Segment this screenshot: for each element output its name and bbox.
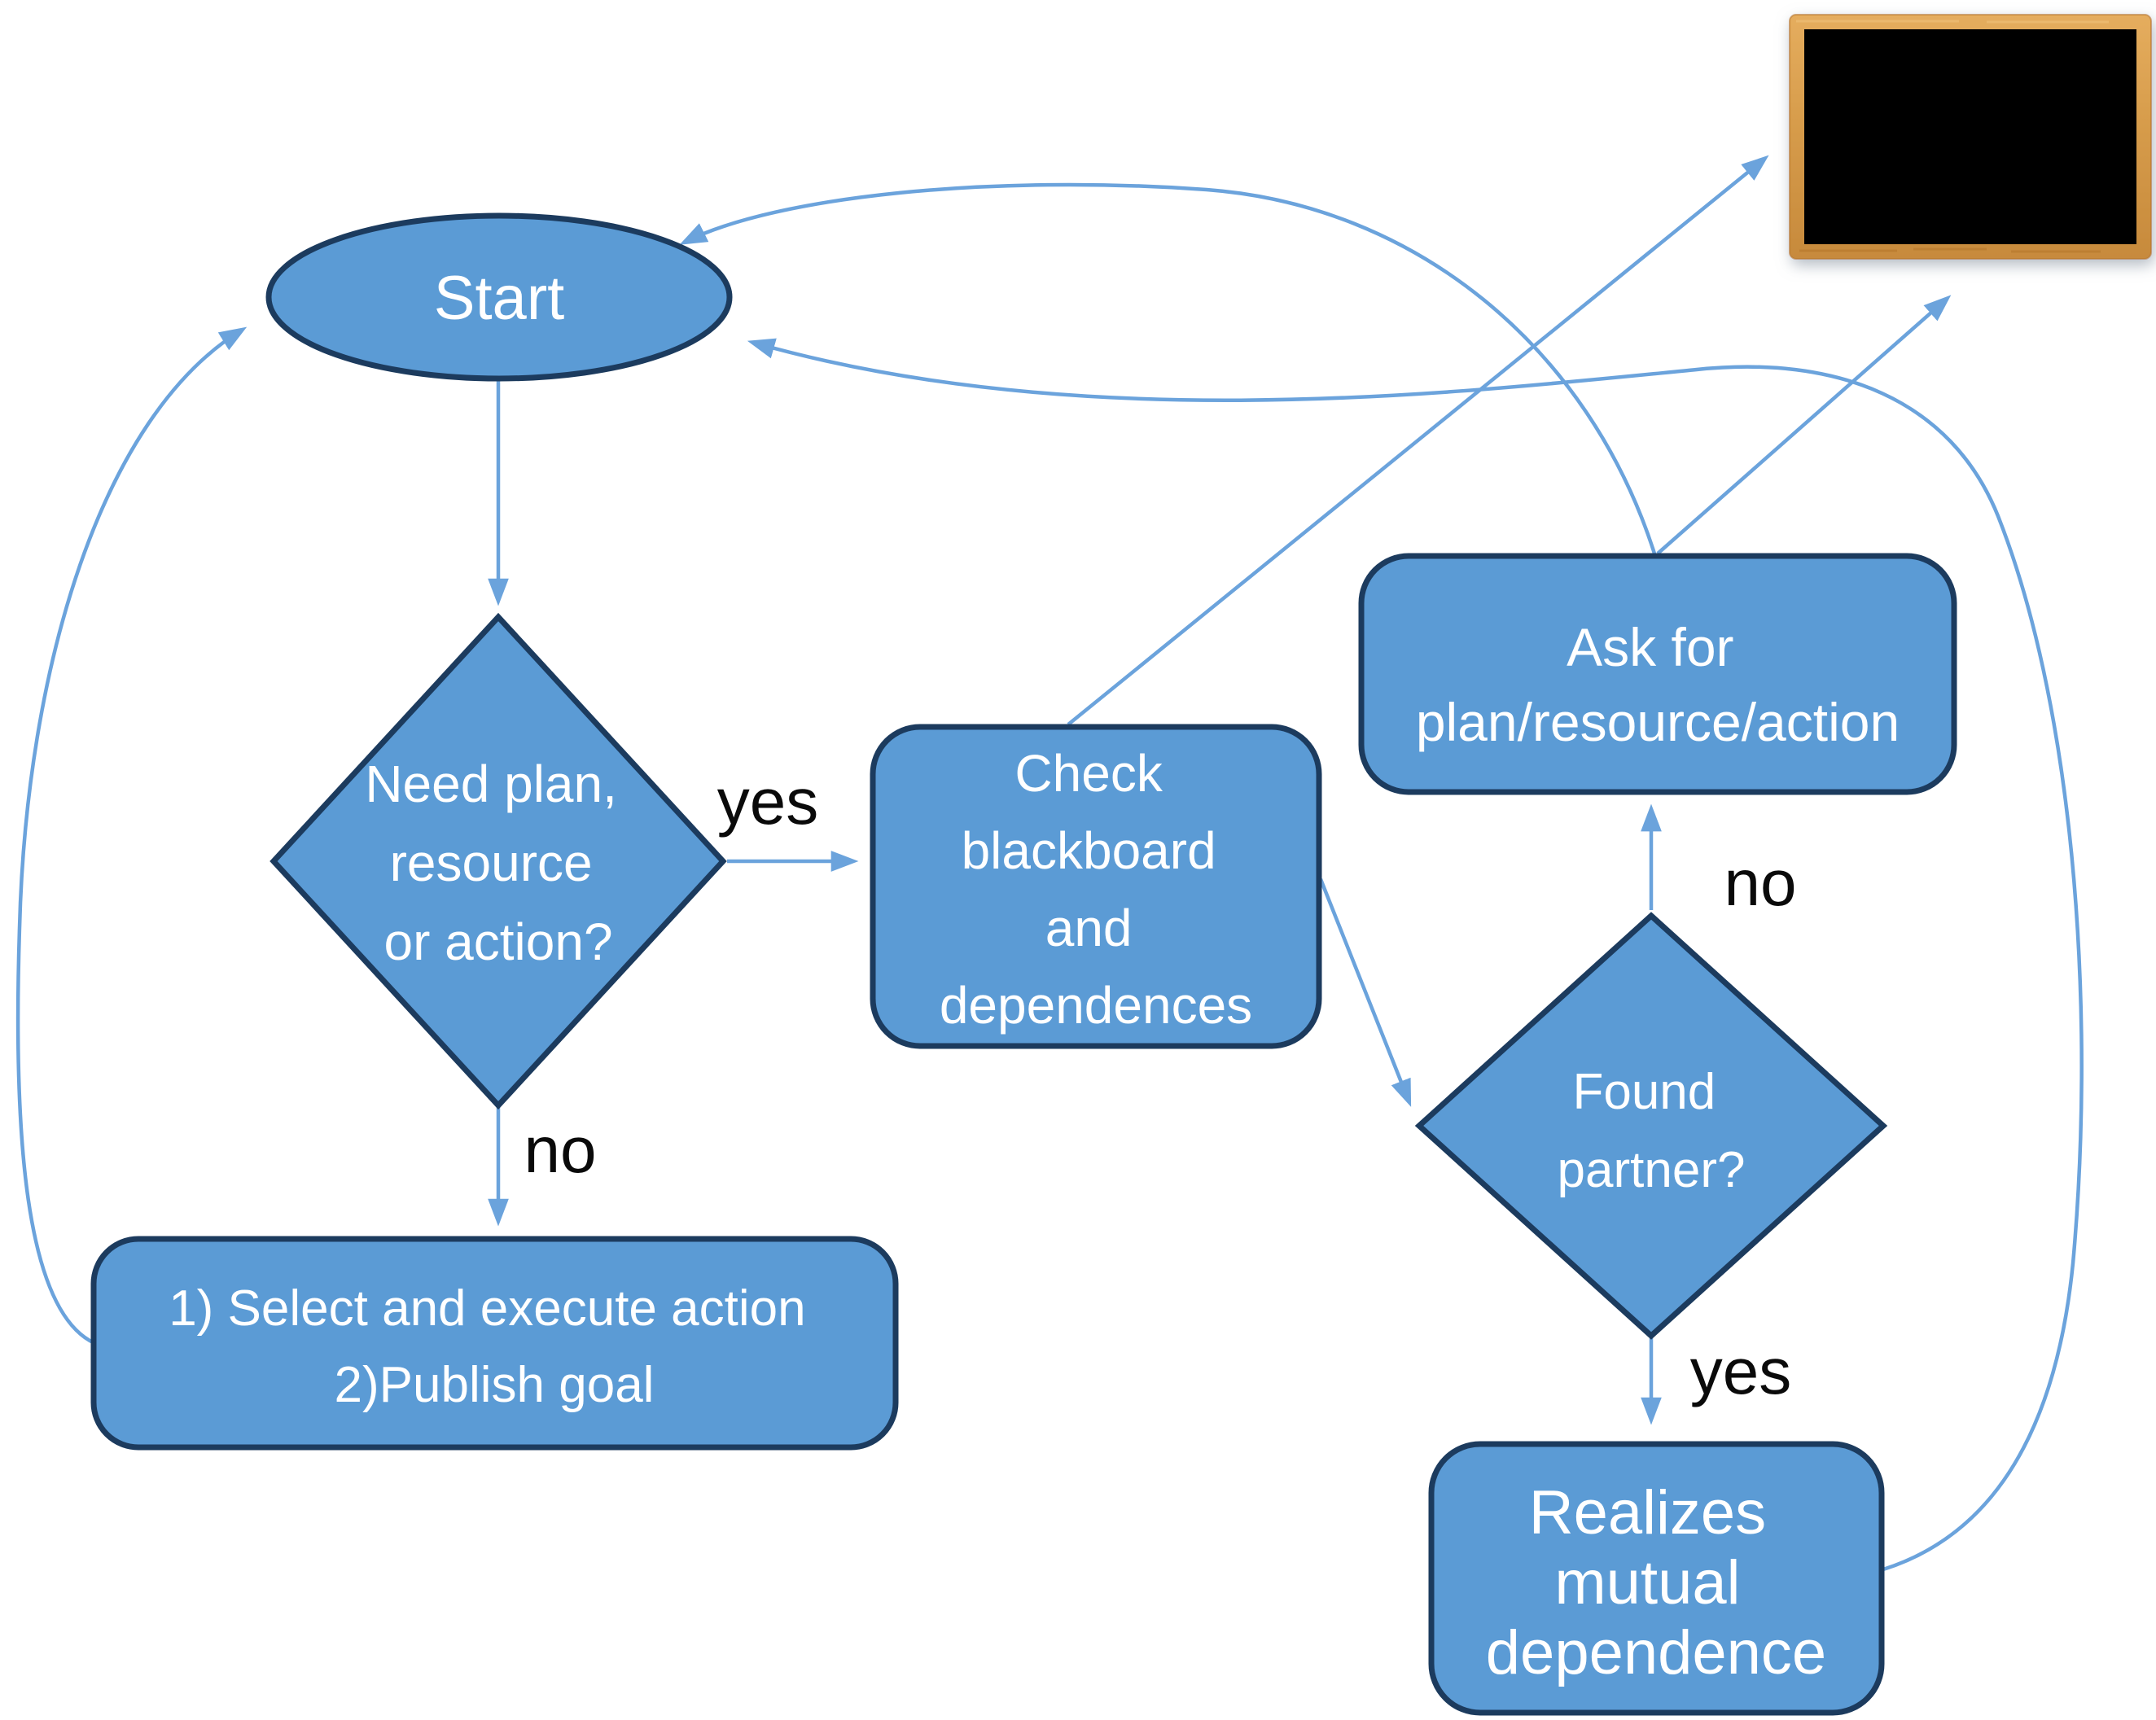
need-plan-line-3: or action?: [383, 913, 612, 971]
edge-ask-back-to-start: [679, 182, 1657, 554]
realizes-label: Realizes mutual dependence: [1486, 1478, 1826, 1687]
need-plan-line-2: resource: [390, 834, 593, 892]
found-partner-label: Found partner?: [1558, 1064, 1746, 1198]
check-line-1: Check: [1014, 744, 1163, 803]
edge-label-yes-found-partner: yes: [1690, 1335, 1792, 1407]
select-line-1: 1) Select and execute action: [169, 1280, 805, 1337]
edge-check-to-blackboard: [1067, 155, 1769, 726]
blackboard-woodgrain: [1799, 247, 2101, 253]
node-need-plan: Need plan, resource or action?: [270, 612, 727, 1110]
found-partner-diamond: [1414, 912, 1888, 1340]
ask-for-label: Ask for plan/resource/action: [1416, 617, 1900, 752]
blackboard-woodgrain-highlight: [1796, 20, 2109, 24]
node-select-publish: 1) Select and execute action 2)Publish g…: [90, 1236, 899, 1451]
check-blackboard-label: Check blackboard and dependences: [940, 744, 1252, 1035]
realizes-line-3: dependence: [1486, 1618, 1826, 1687]
edge-realizes-back-to-start: [747, 338, 2084, 1572]
need-plan-line-1: Need plan,: [365, 755, 617, 813]
realizes-line-1: Realizes: [1529, 1478, 1766, 1547]
check-blackboard-rect: [870, 724, 1322, 1049]
node-check-blackboard: Check blackboard and dependences: [870, 724, 1322, 1049]
need-plan-diamond: [270, 612, 727, 1110]
edge-ask-to-blackboard: [1656, 295, 1952, 555]
edge-check-to-found-partner: [1318, 878, 1412, 1107]
ask-for-rect: [1358, 553, 1957, 795]
select-publish-label: 1) Select and execute action 2)Publish g…: [169, 1280, 820, 1413]
start-ellipse: [265, 212, 733, 382]
found-line-1: Found: [1572, 1064, 1716, 1120]
blackboard-surface: [1804, 29, 2136, 244]
edges-layer: yes no no yes: [15, 155, 2084, 1572]
edge-label-no-need-plan: no: [524, 1114, 597, 1186]
edge-label-yes-need-plan: yes: [717, 765, 819, 838]
realizes-rect: [1428, 1441, 1885, 1716]
ask-line-1: Ask for: [1567, 617, 1733, 677]
check-line-3: and: [1045, 899, 1133, 957]
node-ask-for: Ask for plan/resource/action: [1358, 553, 1957, 795]
node-realizes: Realizes mutual dependence: [1428, 1441, 1885, 1716]
select-line-2: 2)Publish goal: [335, 1357, 655, 1413]
blackboard-frame-edge: [1789, 14, 2152, 260]
edge-label-no-found-partner: no: [1724, 847, 1797, 919]
start-label: Start: [434, 264, 565, 333]
check-line-2: blackboard: [962, 821, 1216, 880]
node-found-partner: Found partner?: [1414, 912, 1888, 1340]
blackboard-image: [1789, 14, 2152, 260]
need-plan-label: Need plan, resource or action?: [365, 755, 631, 971]
select-publish-rect: [90, 1236, 899, 1451]
node-start: Start: [265, 212, 733, 382]
ask-line-2: plan/resource/action: [1416, 692, 1900, 752]
edge-select-back-to-start: [15, 326, 248, 1346]
realizes-line-2: mutual: [1554, 1548, 1740, 1617]
check-line-4: dependences: [940, 976, 1252, 1035]
found-line-2: partner?: [1558, 1142, 1746, 1198]
nodes-layer: Start Need plan, resource or action? Che…: [90, 14, 2152, 1716]
